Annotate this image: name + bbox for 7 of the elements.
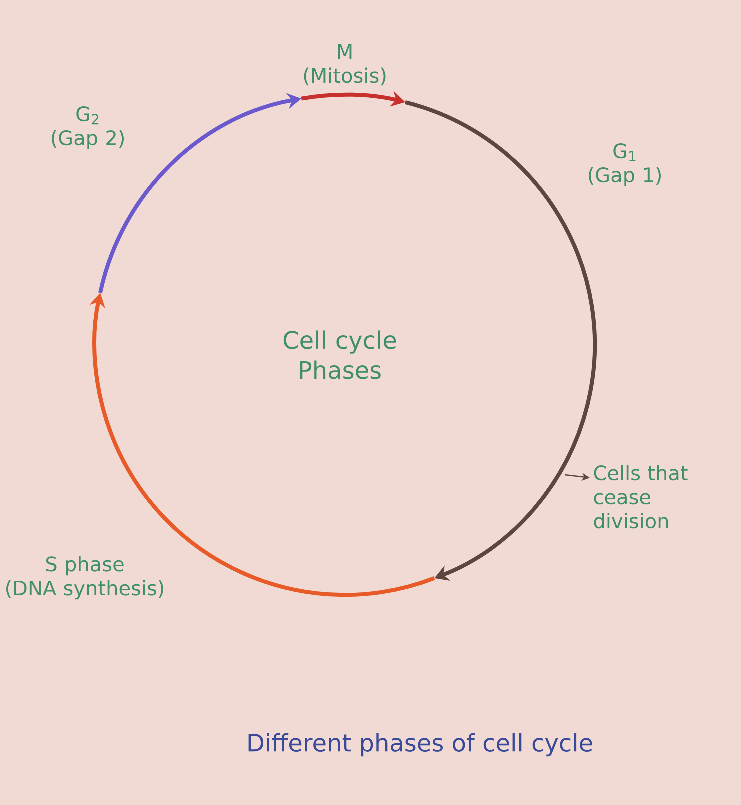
phase-label: S phase (DNA synthesis) bbox=[6, 556, 164, 600]
center-label: Cell cycle Phases bbox=[284, 330, 396, 380]
caption: Different phases of cell cycle bbox=[248, 733, 592, 757]
phase-label: M (Mitosis) bbox=[304, 44, 386, 86]
note-label: Cells that cease division bbox=[594, 465, 688, 529]
phase-label: G$_{1}$ (Gap 1) bbox=[589, 144, 661, 186]
phase-label: G$_{2}$ (Gap 2) bbox=[52, 106, 124, 150]
